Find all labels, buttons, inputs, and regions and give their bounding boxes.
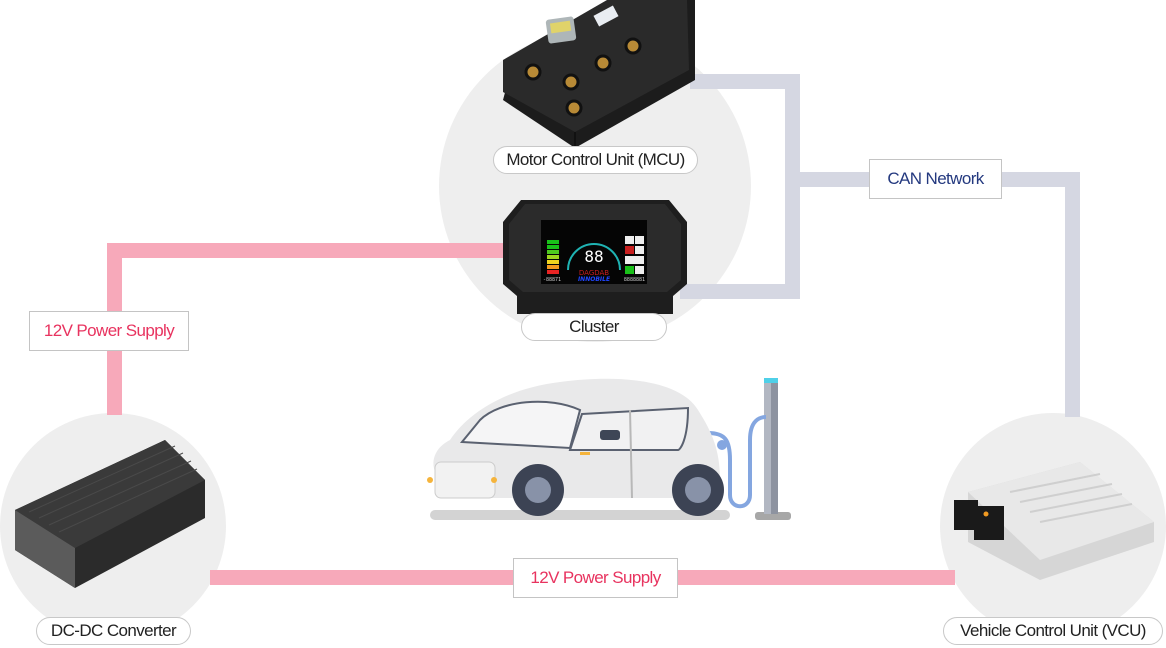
can-wire-vertical-right <box>1065 172 1080 417</box>
power-supply-label-cluster-text: 12V Power Supply <box>43 321 175 340</box>
power-supply-label-vcu-text: 12V Power Supply <box>530 568 661 587</box>
battery-gauge <box>547 240 559 274</box>
vcu-label-text: Vehicle Control Unit (VCU) <box>960 621 1146 640</box>
cluster-brand: INNOBILE <box>578 276 611 283</box>
cluster-label-text: Cluster <box>569 317 619 336</box>
front-wheel <box>512 464 564 516</box>
cluster-speed: 88 <box>584 247 603 266</box>
power-supply-label-cluster: 12V Power Supply <box>29 311 189 351</box>
rear-wheel <box>672 464 724 516</box>
dc-dc-converter-icon <box>15 440 205 588</box>
can-network-label: CAN Network <box>869 159 1002 199</box>
can-wire-mcu-horizontal <box>690 74 800 89</box>
mcu-label: Motor Control Unit (MCU) <box>493 146 698 174</box>
instrument-cluster-icon: 88 DAGDAB -88871 INNOBILE 8888881 <box>503 200 687 314</box>
power-wire-cluster-horizontal <box>107 243 507 258</box>
electric-car-charging-icon <box>427 378 791 520</box>
vcu-label: Vehicle Control Unit (VCU) <box>943 617 1163 645</box>
can-network-label-text: CAN Network <box>887 169 984 188</box>
cluster-gear-text: DAGDAB <box>579 269 609 277</box>
cluster-odometer-left: -88871 <box>543 277 561 283</box>
can-wire-cluster-horizontal <box>680 284 800 299</box>
dcdc-label: DC-DC Converter <box>36 617 191 645</box>
cluster-label: Cluster <box>521 313 667 341</box>
motor-controller-icon <box>503 0 695 148</box>
dcdc-label-text: DC-DC Converter <box>50 621 177 640</box>
power-supply-label-vcu: 12V Power Supply <box>513 558 678 598</box>
vehicle-control-unit-icon <box>954 462 1154 580</box>
mcu-label-text: Motor Control Unit (MCU) <box>506 150 685 169</box>
cluster-odometer-right: 8888881 <box>624 277 645 283</box>
